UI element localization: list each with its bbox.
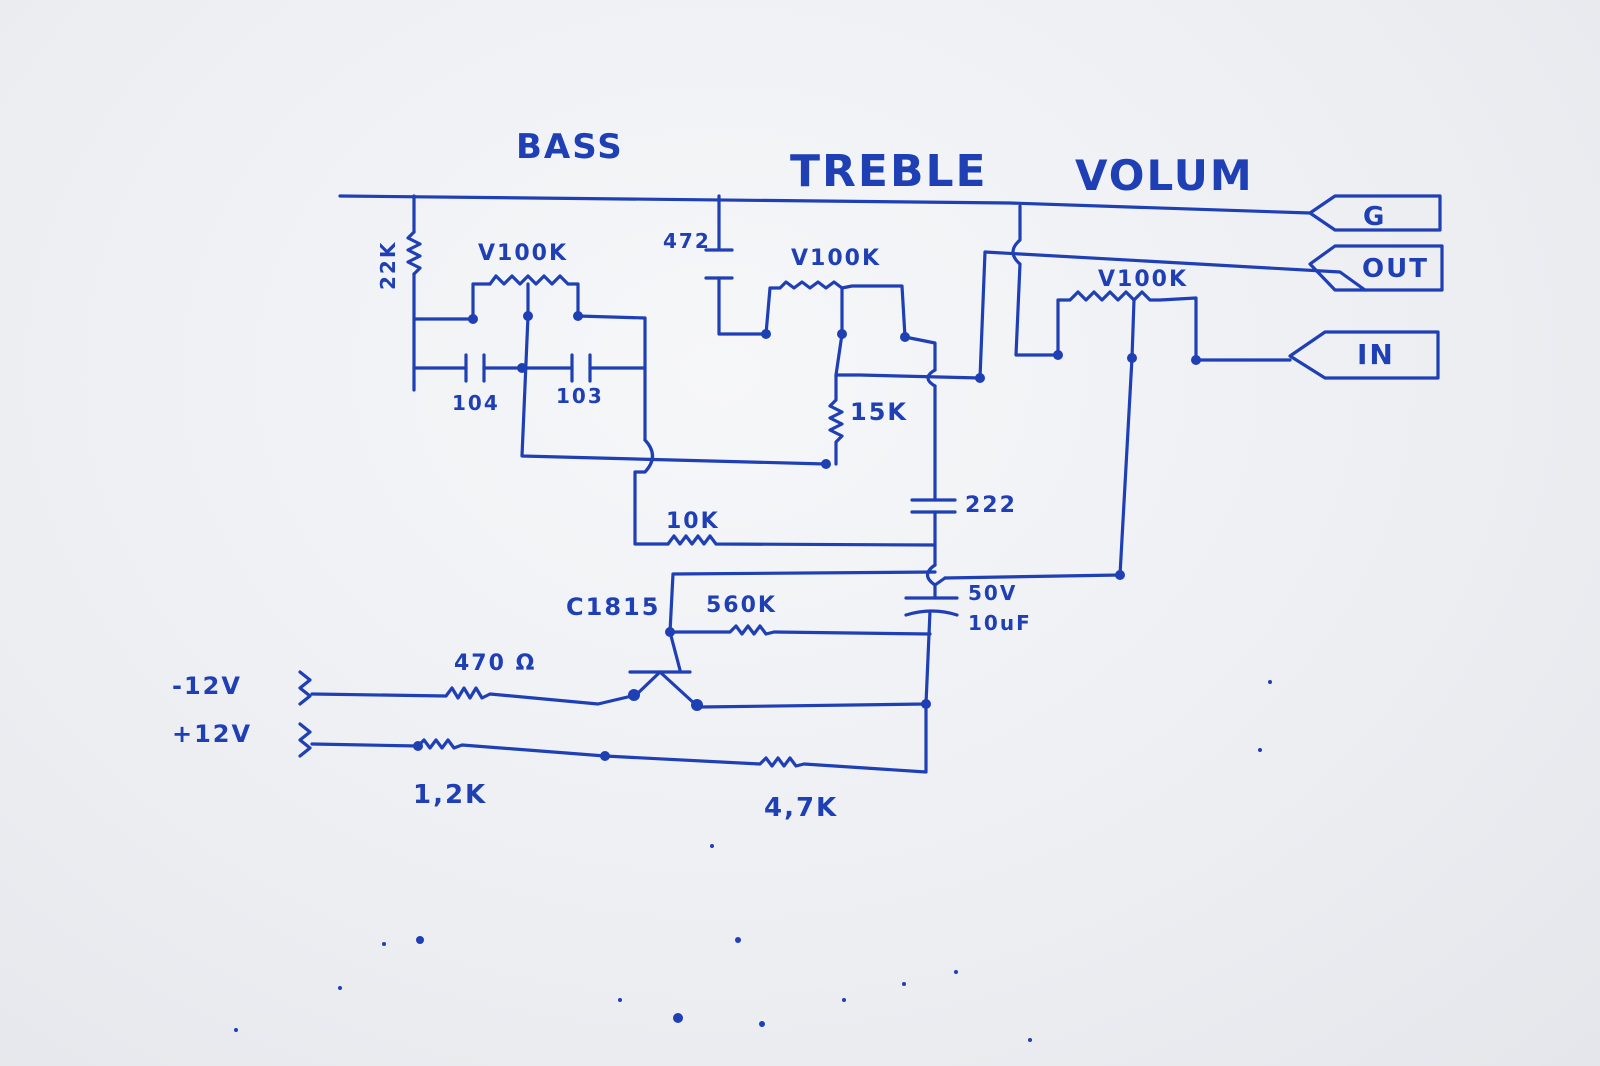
heading-volum: VOLUM bbox=[1075, 151, 1254, 200]
label-104: 104 bbox=[452, 391, 500, 415]
capacitor-104 bbox=[464, 353, 486, 383]
capacitor-222 bbox=[910, 498, 957, 514]
label-15k: 15K bbox=[850, 398, 908, 426]
ink-specks bbox=[234, 680, 1272, 1042]
terminal-out-label: OUT bbox=[1362, 254, 1429, 284]
pot-bass bbox=[488, 274, 580, 318]
heading-treble: TREBLE bbox=[790, 146, 988, 197]
terminal-out: OUT bbox=[1308, 244, 1444, 292]
label-c1815: C1815 bbox=[566, 593, 660, 621]
wire-treble-mid bbox=[834, 332, 982, 380]
wire-bass-right bbox=[576, 314, 647, 442]
resistor-15k bbox=[828, 373, 844, 466]
wire-bass-bottom bbox=[520, 314, 828, 466]
label-50v: 50V bbox=[968, 581, 1017, 605]
wire-10k-left bbox=[633, 438, 670, 546]
pot-volume-wiper bbox=[1130, 298, 1136, 360]
label-103: 103 bbox=[556, 384, 604, 408]
wire-bass-pot-left bbox=[412, 282, 492, 321]
label-472: 472 bbox=[663, 229, 711, 253]
terminal-ground-label: G bbox=[1363, 202, 1386, 232]
wire-hop bbox=[926, 368, 937, 388]
label-pot-treble: V100K bbox=[791, 246, 881, 271]
label-pot-bass: V100K bbox=[478, 241, 568, 266]
wire-volume-ground bbox=[1011, 204, 1060, 357]
junction-dots bbox=[413, 311, 1201, 761]
resistor-10k bbox=[666, 534, 937, 547]
wire-hop-2 bbox=[925, 563, 947, 587]
wire-volume-feed bbox=[943, 356, 1134, 580]
ground-rail bbox=[338, 194, 1312, 215]
label-222: 222 bbox=[965, 493, 1017, 518]
supply-terminal-marks bbox=[298, 670, 312, 758]
transistor-c1815 bbox=[628, 670, 698, 707]
terminal-in-label: IN bbox=[1357, 338, 1395, 371]
label-470: 470 Ω bbox=[454, 651, 536, 676]
wire-treble-right bbox=[903, 335, 937, 372]
label-10uf: 10uF bbox=[968, 611, 1032, 635]
label-plus-12v: +12V bbox=[172, 720, 252, 748]
label-pot-volume: V100K bbox=[1098, 267, 1188, 292]
label-22k: 22K bbox=[376, 241, 400, 290]
wire-minus-12v bbox=[310, 686, 638, 706]
label-560k: 560K bbox=[706, 593, 777, 618]
heading-bass: BASS bbox=[516, 127, 624, 167]
capacitor-electrolytic-plate-b bbox=[904, 609, 959, 617]
pot-treble bbox=[764, 280, 907, 339]
terminal-ground: G bbox=[1308, 194, 1442, 232]
label-minus-12v: -12V bbox=[172, 672, 242, 700]
wire-out bbox=[978, 250, 1367, 380]
label-1-2k: 1,2K bbox=[413, 780, 487, 810]
label-4-7k: 4,7K bbox=[764, 793, 838, 823]
wire-472-bottom bbox=[717, 276, 768, 336]
label-10k: 10K bbox=[666, 509, 720, 534]
wire-plus-12v bbox=[310, 702, 928, 774]
resistor-560k bbox=[668, 624, 932, 636]
capacitor-103 bbox=[570, 353, 592, 383]
pot-volume bbox=[1056, 290, 1198, 362]
terminal-in: IN bbox=[1288, 330, 1440, 380]
wire-base-bias bbox=[668, 570, 937, 672]
resistor-22k bbox=[406, 230, 422, 276]
